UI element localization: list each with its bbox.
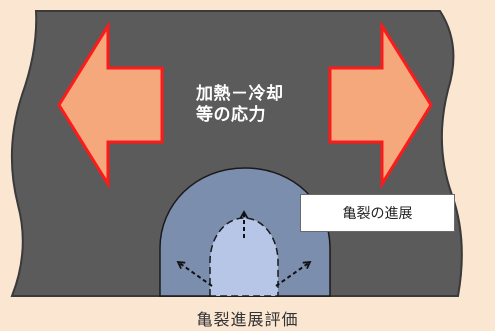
stress-label-line1: 加熱－冷却 <box>196 84 284 104</box>
stress-label-line2: 等の応力 <box>196 105 266 125</box>
crack-inner-region <box>209 217 279 297</box>
right-arrow-icon <box>328 20 433 190</box>
crack-propagation-label: 亀裂の進展 <box>300 194 455 232</box>
crack-propagation-text: 亀裂の進展 <box>342 206 413 222</box>
stress-label: 加熱－冷却 等の応力 <box>196 84 284 126</box>
left-arrow-icon <box>57 20 164 190</box>
crack-direction-arrows <box>176 210 312 287</box>
diagram-caption: 亀裂進展評価 <box>196 310 299 329</box>
